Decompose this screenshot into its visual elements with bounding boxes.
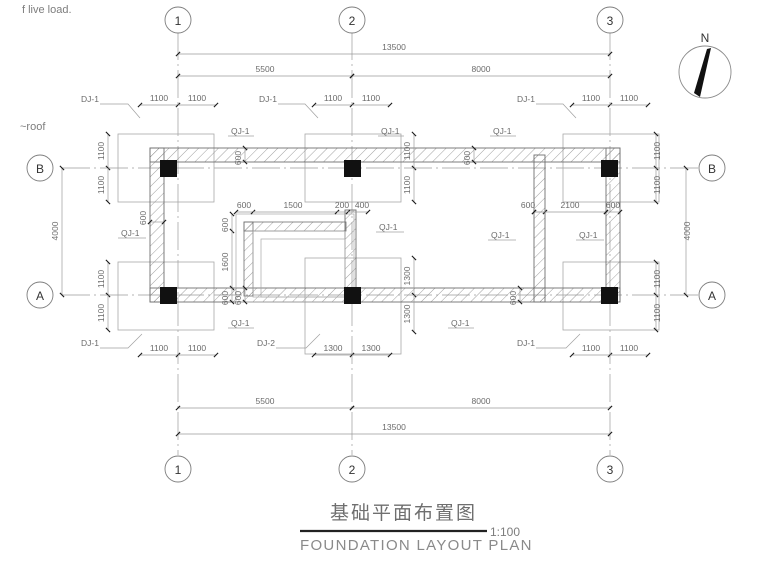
dim-dj2-v1: 1300 [402, 266, 412, 285]
grid-label-a-left: A [36, 289, 44, 303]
dim-wall-4: 600 [508, 291, 518, 305]
column-stubs [160, 160, 618, 304]
dim-dj1-f2: 1100 [620, 343, 639, 353]
dim-topcenter-2: 1100 [402, 176, 412, 195]
label-qj1-1: QJ-1 [231, 126, 250, 136]
label-qj1-6: QJ-1 [491, 230, 510, 240]
dim-center-v-600: 600 [220, 218, 230, 232]
dim-dj2-e2: 1300 [362, 343, 381, 353]
label-qj1-8: QJ-1 [231, 318, 250, 328]
label-qj1-2: QJ-1 [381, 126, 400, 136]
grid-label-3-bottom: 3 [607, 463, 614, 477]
label-dj1-bl: DJ-1 [81, 338, 99, 348]
strip-footing-walls [149, 147, 621, 303]
dim-dj1-d2: 1100 [188, 343, 207, 353]
grid-label-3: 3 [607, 14, 614, 28]
grid-label-1-bottom: 1 [175, 463, 182, 477]
dim-dj1-d1: 1100 [150, 343, 169, 353]
north-arrow-group [678, 45, 732, 99]
left-dimension-chain [59, 131, 111, 333]
title-english: FOUNDATION LAYOUT PLAN [300, 537, 533, 554]
dim-wall-5: 600 [138, 211, 148, 225]
dim-center-v-1600: 1600 [220, 252, 230, 271]
grid-label-2: 2 [349, 14, 356, 28]
dim-center-v-600b: 600 [220, 291, 230, 305]
dim-bot-overall: 13500 [382, 422, 406, 432]
wall-width-dims [147, 145, 623, 305]
north-needle [694, 48, 711, 97]
dim-dj1-b1: 1100 [324, 93, 343, 103]
label-dj1-tr: DJ-1 [517, 94, 535, 104]
right-dimension-chain [653, 131, 689, 333]
dim-topcenter-1: 1100 [402, 142, 412, 161]
note-roof: ~roof [20, 121, 46, 133]
title-chinese: 基础平面布置图 [330, 502, 478, 524]
dim-wall-2: 600 [462, 151, 472, 165]
bottom-dimension-chain [175, 405, 613, 437]
center-dimension-chain [229, 209, 371, 305]
dim-left-b2: 1100 [96, 176, 106, 195]
dim-top-overall: 13500 [382, 42, 406, 52]
grid-label-1: 1 [175, 14, 182, 28]
grid-label-b-right: B [708, 162, 716, 176]
dim-center-400: 400 [355, 200, 369, 210]
dim-right-b2: 1100 [652, 176, 662, 195]
dim-bot-bay-1: 5500 [256, 396, 275, 406]
grid-label-2-bottom: 2 [349, 463, 356, 477]
title-scale: 1:100 [490, 525, 521, 539]
dim-center-200: 200 [335, 200, 349, 210]
dim-top-bay-1: 5500 [256, 64, 275, 74]
dim-bot-bay-2: 8000 [472, 396, 491, 406]
top-dimension-chain [175, 51, 613, 79]
label-dj2-bc: DJ-2 [257, 338, 275, 348]
label-dj1-tc: DJ-1 [259, 94, 277, 104]
dim-right-600-a: 600 [521, 200, 535, 210]
dim-dj1-c1: 1100 [582, 93, 601, 103]
label-qj1-9: QJ-1 [451, 318, 470, 328]
pad-footing-outlines [117, 133, 660, 355]
dim-right-a1: 1100 [652, 270, 662, 289]
dim-dj1-a2: 1100 [188, 93, 207, 103]
label-qj1-4: QJ-1 [121, 228, 140, 238]
dim-dj1-c2: 1100 [620, 93, 639, 103]
label-qj1-3: QJ-1 [493, 126, 512, 136]
label-qj1-7: QJ-1 [579, 230, 598, 240]
dim-dj1-b2: 1100 [362, 93, 381, 103]
dim-top-bay-2: 8000 [472, 64, 491, 74]
dim-left-a2: 1100 [96, 304, 106, 323]
leader-lines [100, 103, 604, 349]
dim-left-a1: 1100 [96, 270, 106, 289]
dim-wall-1: 600 [233, 151, 243, 165]
dim-right-600-b: 600 [606, 200, 620, 210]
dim-wall-3: 600 [233, 291, 243, 305]
dim-center-1500: 1500 [284, 200, 303, 210]
grid-label-a-right: A [708, 289, 716, 303]
dim-dj1-a1: 1100 [150, 93, 169, 103]
dim-center-600: 600 [237, 200, 251, 210]
grid-label-b-left: B [36, 162, 44, 176]
note-live-load: f live load. [22, 4, 72, 16]
dim-dj2-v2: 1300 [402, 304, 412, 323]
dim-dj2-e1: 1300 [324, 343, 343, 353]
dim-left-b1: 1100 [96, 142, 106, 161]
label-dj1-tl: DJ-1 [81, 94, 99, 104]
label-qj1-5: QJ-1 [379, 222, 398, 232]
dim-left-overall: 4000 [50, 221, 60, 240]
dim-right-overall: 4000 [682, 221, 692, 240]
dim-right-b1: 1100 [652, 142, 662, 161]
dim-right-a2: 1100 [652, 304, 662, 323]
dim-dj1-f1: 1100 [582, 343, 601, 353]
label-dj1-br: DJ-1 [517, 338, 535, 348]
dim-right-2100: 2100 [561, 200, 580, 210]
north-label: N [701, 31, 710, 45]
grid-bubbles: 1 2 3 1 2 3 B A B A [26, 6, 726, 483]
